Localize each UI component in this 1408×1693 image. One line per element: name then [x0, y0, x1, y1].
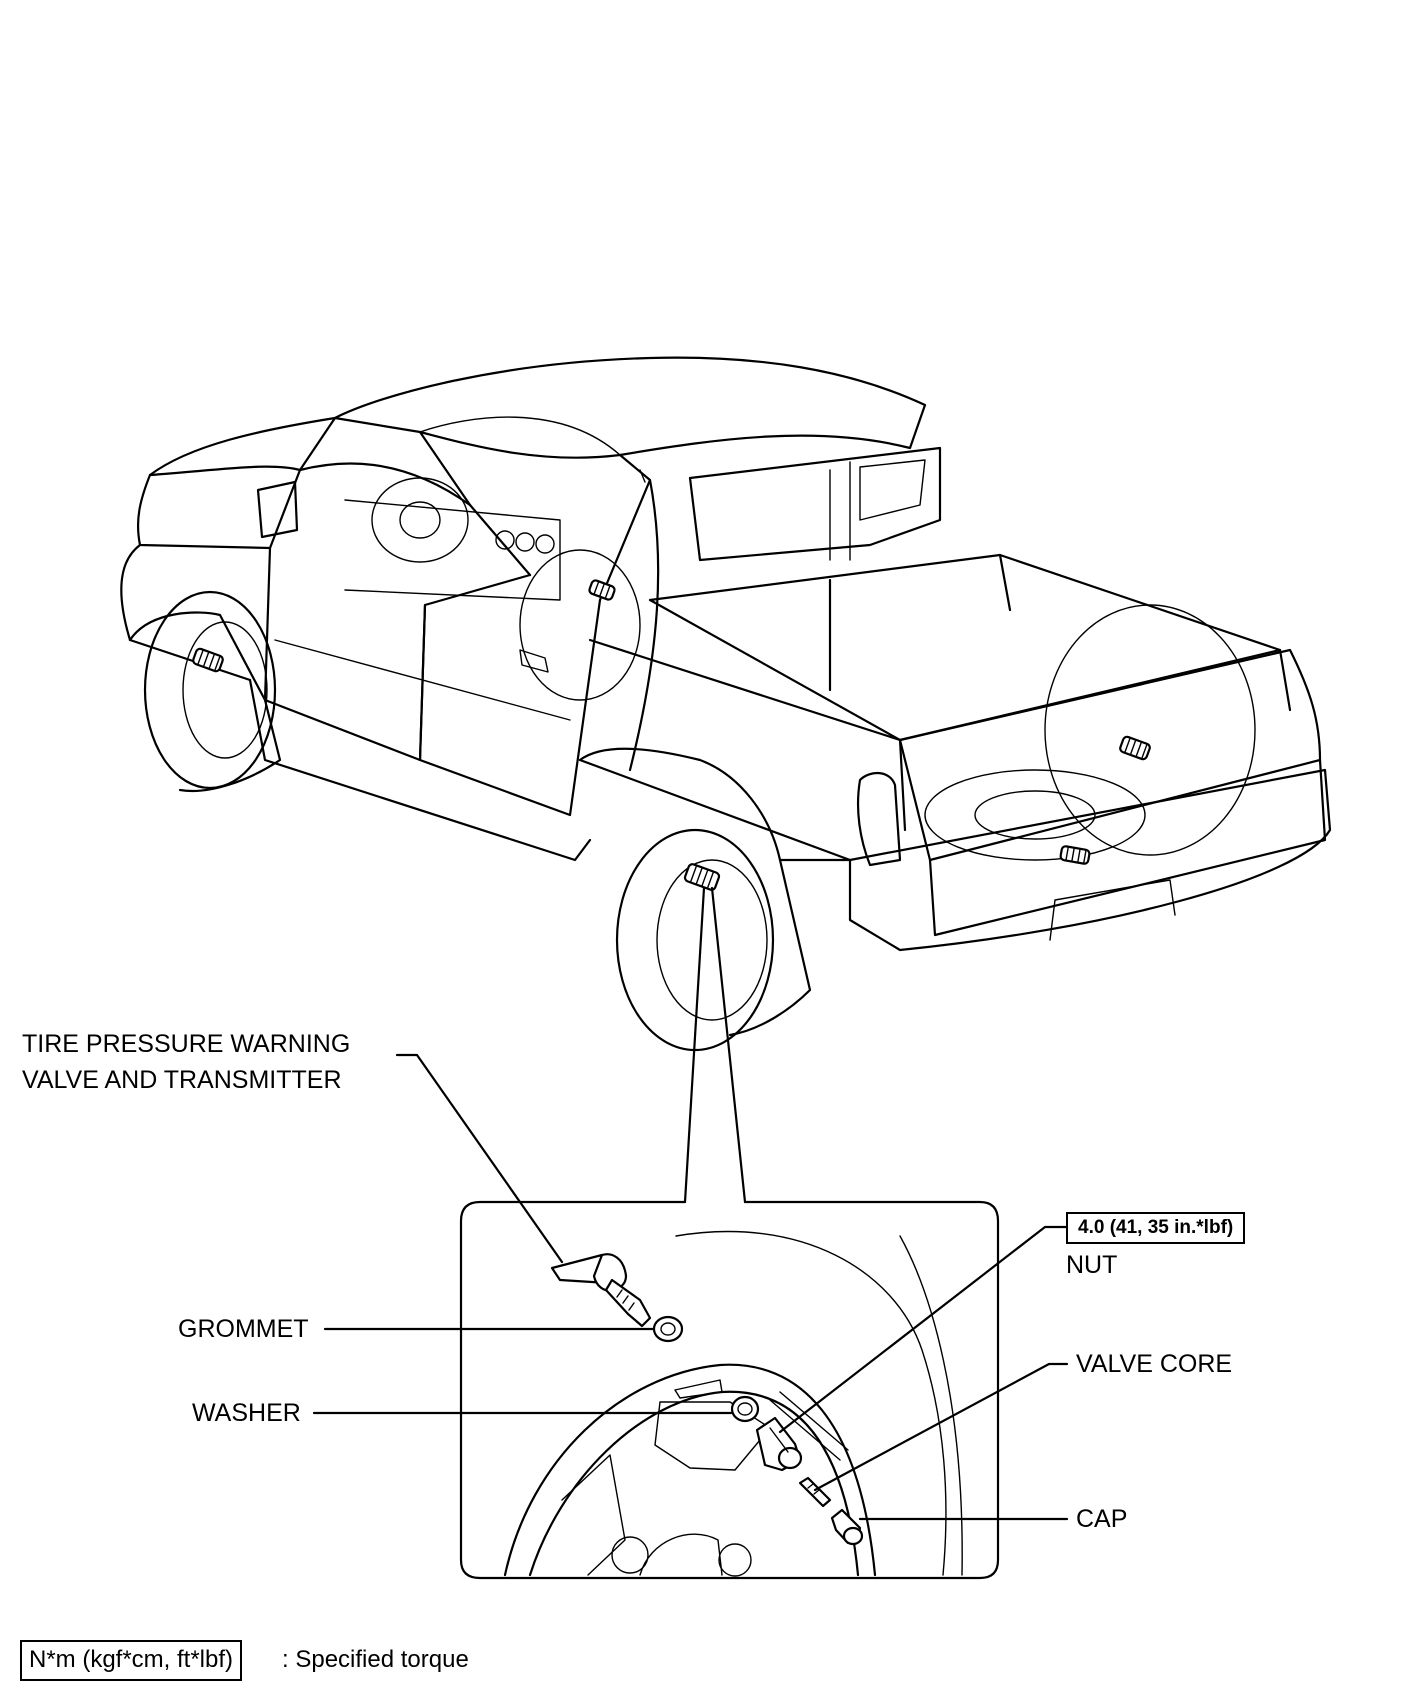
grommet-part — [652, 1315, 684, 1343]
washer-part — [730, 1395, 760, 1423]
torque-unit-legend-box: N*m (kgf*cm, ft*lbf) — [20, 1640, 243, 1681]
cap-part — [830, 1508, 864, 1546]
transmitter-label-line1: TIRE PRESSURE WARNING — [22, 1030, 351, 1058]
valve-core-part — [798, 1476, 832, 1508]
windshield-frame — [268, 416, 532, 577]
spare-tire — [924, 769, 1146, 861]
transmitter-part — [550, 1253, 652, 1328]
nut-part — [755, 1416, 803, 1472]
valve-sensor-icon — [192, 579, 1151, 891]
hood — [136, 416, 337, 550]
leader-lines — [312, 1053, 1069, 1521]
transmitter-label-line2: VALVE AND TRANSMITTER — [22, 1066, 342, 1094]
front-door — [263, 546, 532, 762]
nut-torque-box: 4.0 (41, 35 in.*lbf) — [1066, 1212, 1246, 1244]
front-wheel — [143, 590, 277, 790]
grommet-label: GROMMET — [178, 1315, 309, 1343]
cab-roof — [333, 356, 927, 459]
tailgate — [898, 648, 1322, 862]
valve-core-label: VALVE CORE — [1076, 1350, 1233, 1378]
nut-label: NUT — [1066, 1251, 1118, 1279]
pickup-truck-illustration — [120, 356, 1332, 1052]
wheel-detail-icon — [459, 1200, 1000, 1580]
tail-light — [856, 772, 902, 867]
cap-label: CAP — [1076, 1505, 1128, 1533]
side-mirror — [256, 480, 299, 539]
truck-bed — [648, 553, 1282, 742]
detail-frame — [459, 1200, 1000, 1580]
rear-door — [418, 598, 602, 817]
washer-label: WASHER — [192, 1399, 301, 1427]
torque-legend-description: : Specified torque — [282, 1646, 469, 1673]
